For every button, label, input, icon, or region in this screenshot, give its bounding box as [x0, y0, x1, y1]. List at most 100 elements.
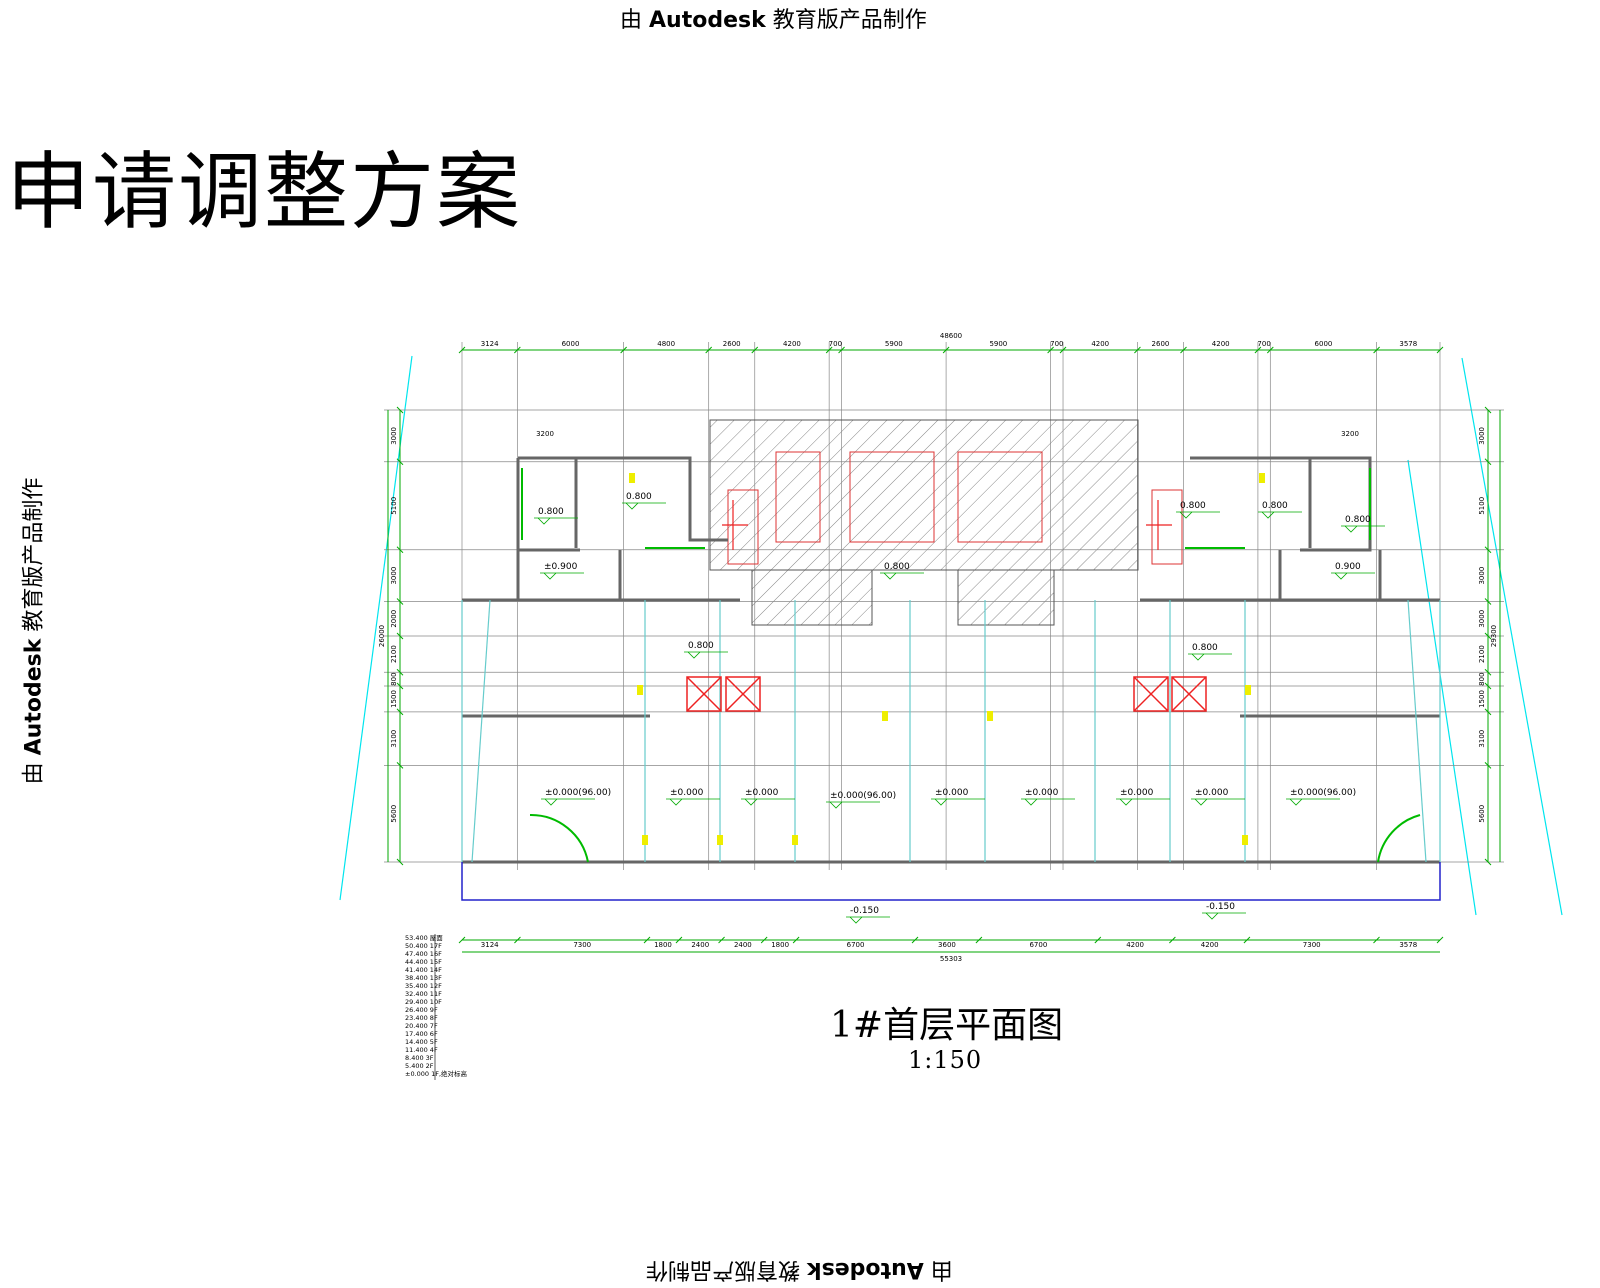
- dim-tick: [396, 546, 404, 554]
- dim-tick: [513, 346, 521, 354]
- dim-tick: [760, 936, 768, 944]
- dim-tick: [838, 346, 845, 354]
- dim-tick: [1484, 858, 1492, 866]
- column-mark: [629, 473, 635, 483]
- dim-tick: [1484, 632, 1492, 640]
- outdoor-edge: [461, 862, 1441, 901]
- dim-tick: [1373, 936, 1380, 944]
- dim-tick: [396, 406, 404, 414]
- dim-overall-left: 26000: [378, 625, 386, 647]
- floor-elevation-label: ±0.000: [670, 788, 704, 798]
- elevation-marker: [846, 916, 890, 924]
- hatched-core: [709, 419, 1139, 626]
- floor-elevation-label: ±0.000: [1120, 788, 1154, 798]
- elevation-marker: [540, 572, 584, 580]
- elevation-marker: [1341, 525, 1385, 533]
- floor-table-row: 32.400 11F: [405, 990, 442, 998]
- dim-label-right: 800: [1478, 672, 1486, 685]
- elevation-label: 0.900: [1335, 562, 1361, 572]
- elevation-marker: [880, 572, 924, 580]
- elevation-marker: [1331, 572, 1375, 580]
- elevation-label: 0.800: [688, 641, 714, 651]
- dim-label-bottom: 3600: [938, 941, 956, 949]
- floor-table-row: 41.400 14F: [405, 966, 442, 974]
- core-red-outlines: [727, 451, 1183, 565]
- shop-partitions: [461, 599, 1441, 863]
- dim-label-right: 3000: [1478, 567, 1486, 585]
- floor-table-row: 5.400 2F: [405, 1062, 434, 1070]
- dim-label-right: 3000: [1478, 427, 1486, 445]
- dim-overall-right: 29300: [1490, 625, 1498, 647]
- dim-tick: [942, 346, 950, 354]
- dim-label-top: 4200: [1212, 340, 1230, 348]
- column-mark: [792, 835, 798, 845]
- dim-label-top: 2600: [1152, 340, 1170, 348]
- elevator-cars: [686, 676, 1207, 712]
- floor-elevation-label: ±0.000: [935, 788, 969, 798]
- elevation-marker: [1116, 798, 1170, 806]
- dim-label-bottom: 6700: [1029, 941, 1047, 949]
- doors: [521, 468, 1421, 863]
- floor-table-row: 8.400 3F: [405, 1054, 434, 1062]
- elevation-label: 0.800: [1192, 643, 1218, 653]
- walls: [462, 456, 1440, 864]
- dim-label-top: 6000: [562, 340, 580, 348]
- dim-tick: [1484, 708, 1492, 716]
- main-title: 申请调整方案: [6, 143, 523, 241]
- columns-yellow: [629, 473, 1265, 845]
- floor-table-row: 26.400 9F: [405, 1006, 438, 1014]
- dim-label-right: 3100: [1478, 730, 1486, 748]
- floor-table-row: 53.400 屋面: [405, 934, 443, 942]
- floor-table-row: 47.400 16F: [405, 950, 442, 958]
- dim-label-top: 3578: [1399, 340, 1417, 348]
- floor-elevation-label: ±0.000: [1025, 788, 1059, 798]
- elevation-marker: [684, 651, 728, 659]
- dim-overall-top: 48600: [940, 332, 962, 340]
- dim-label-right: 1500: [1478, 690, 1486, 708]
- dim-tick: [396, 668, 404, 676]
- dim-tick: [396, 632, 404, 640]
- elevation-marker: [541, 798, 595, 806]
- dim-tick: [1266, 346, 1274, 354]
- dim-label-bottom: 1800: [771, 941, 789, 949]
- column-mark: [1242, 835, 1248, 845]
- dim-label-left: 2100: [390, 645, 398, 663]
- column-mark: [1259, 473, 1265, 483]
- dim-label-top: 4200: [1091, 340, 1109, 348]
- dim-tick: [675, 936, 683, 944]
- dim-label-top: 2600: [723, 340, 741, 348]
- elevation-marker: [666, 798, 720, 806]
- elevation-label: 0.800: [626, 492, 652, 502]
- dim-label-right: 2100: [1478, 645, 1486, 663]
- dim-label-bottom: 7300: [573, 941, 591, 949]
- dim-tick: [1134, 346, 1141, 354]
- dim-tick: [1484, 668, 1492, 676]
- floor-table-row: 35.400 12F: [405, 982, 442, 990]
- dim-tick: [1094, 936, 1102, 944]
- dim-label-top: 5900: [885, 340, 903, 348]
- elevation-marker: [534, 517, 578, 525]
- dim-tick: [396, 682, 404, 690]
- floor-table-row: 44.400 15F: [405, 958, 442, 966]
- dim-label-left: 3100: [390, 730, 398, 748]
- dim-tick: [1047, 346, 1054, 354]
- dim-label-left: 5600: [390, 805, 398, 823]
- dim-label-top: 4200: [783, 340, 801, 348]
- dim-label-bottom: 4200: [1201, 941, 1219, 949]
- dim-tick: [1169, 936, 1176, 944]
- dim-tick: [1484, 546, 1492, 554]
- elevation-marker: [1258, 511, 1302, 519]
- elevation-marker: [1176, 511, 1220, 519]
- dim-label-bottom: 3578: [1399, 941, 1417, 949]
- dim-tick: [1436, 346, 1444, 354]
- dim-label-bottom: 6700: [847, 941, 865, 949]
- dim-tick: [458, 936, 466, 944]
- elevation-marker: [741, 798, 795, 806]
- column-mark: [717, 835, 723, 845]
- dim-label-left: 3000: [390, 427, 398, 445]
- stairs: [722, 500, 1172, 550]
- dim-tick: [396, 858, 404, 866]
- elevation-marker: [826, 801, 880, 809]
- dim-tick: [1254, 346, 1262, 354]
